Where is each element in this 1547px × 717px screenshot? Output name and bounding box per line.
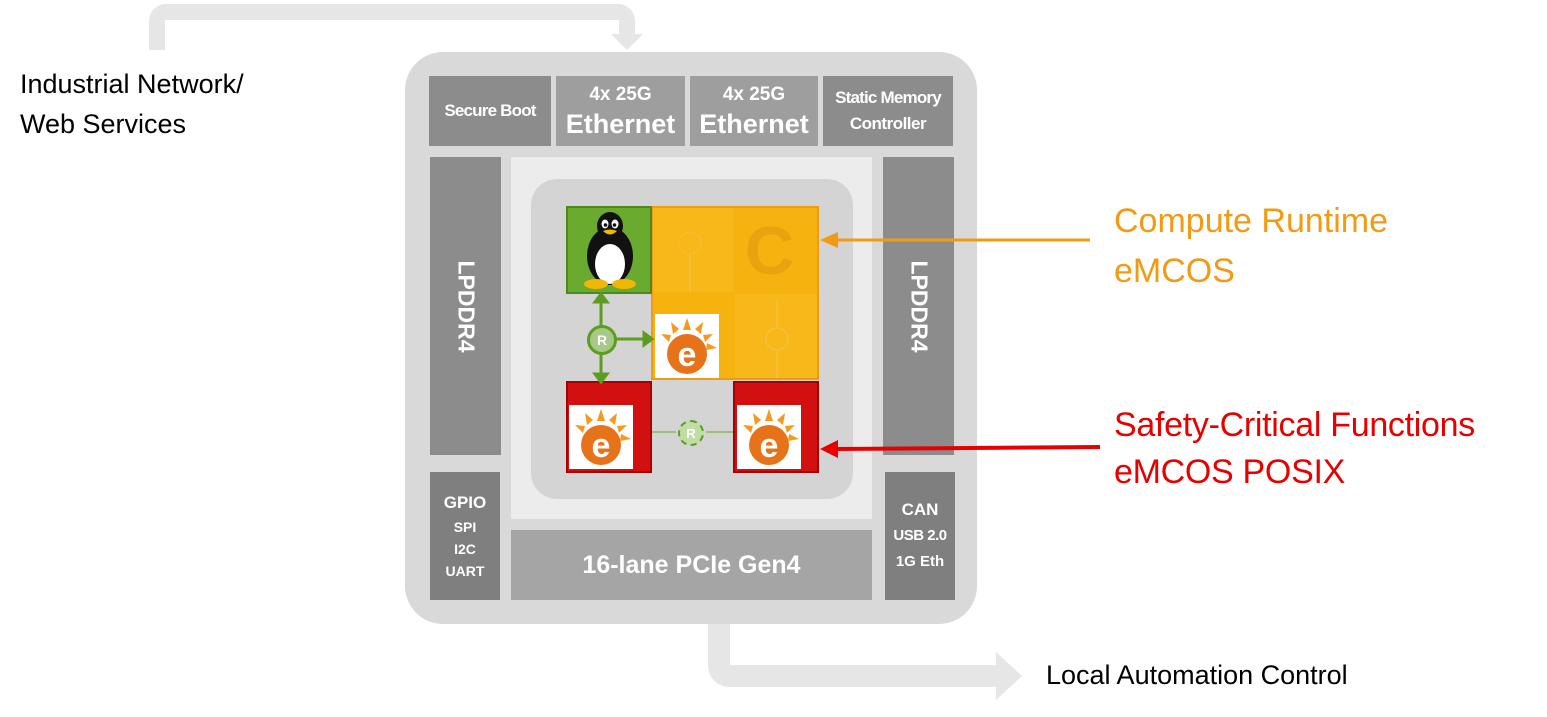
gpio-label: GPIO	[443, 493, 487, 512]
safety-critical-label: Safety-Critical Functions eMCOS POSIX	[1114, 402, 1475, 496]
smc-line1: Static Memory	[835, 88, 942, 107]
safety-critical-line2: eMCOS POSIX	[1114, 453, 1345, 491]
network-label-line2: Web Services	[20, 109, 187, 139]
safety-callout-line	[835, 445, 1101, 451]
safety-callout-arrowhead	[820, 440, 838, 458]
router-node-icon: R	[587, 325, 617, 355]
ethernet-2-label: Ethernet	[699, 109, 809, 139]
network-label: Industrial Network/ Web Services	[20, 64, 244, 144]
compute-quad-tl	[653, 208, 733, 292]
svg-text:e: e	[592, 427, 611, 465]
network-label-line1: Industrial Network/	[20, 69, 244, 99]
compute-quad-br	[735, 294, 817, 378]
can-label: CAN	[901, 500, 939, 519]
pcie-label: 16-lane PCIe Gen4	[582, 550, 801, 579]
emcos-logo-icon: e	[737, 405, 801, 469]
secure-boot-label: Secure Boot	[444, 101, 536, 120]
compute-letter: C	[745, 213, 795, 289]
router-label: R	[596, 332, 608, 348]
svg-text:e: e	[678, 336, 697, 374]
ethernet-block-2: 4x 25G Ethernet	[690, 76, 818, 146]
tux-penguin-icon	[584, 212, 636, 289]
safety-critical-line1: Safety-Critical Functions	[1114, 406, 1475, 444]
usb-label: USB 2.0	[893, 527, 947, 544]
local-control-label: Local Automation Control	[1046, 660, 1348, 690]
router-node-icon-dashed: R	[678, 420, 704, 446]
lpddr4-left-block: LPDDR4	[430, 157, 501, 455]
emcos-logo-icon: e	[569, 405, 633, 469]
compute-runtime-line2: eMCOS	[1114, 252, 1235, 290]
eth-1g-label: 1G Eth	[895, 553, 945, 570]
ethernet-1-label: Ethernet	[565, 109, 676, 139]
gpio-block: GPIO SPI I2C UART	[430, 472, 500, 600]
compute-runtime-label: Compute Runtime eMCOS	[1114, 196, 1388, 296]
ethernet-1-speed: 4x 25G	[589, 84, 652, 105]
network-to-chip-arrow	[149, 4, 635, 50]
compute-runtime-line1: Compute Runtime	[1114, 202, 1389, 240]
ethernet-block-1: 4x 25G Ethernet	[556, 76, 685, 146]
uart-label: UART	[445, 563, 485, 579]
lpddr4-right-block: LPDDR4	[883, 157, 954, 455]
chip-to-local-arrow	[708, 622, 1000, 687]
pcie-block: 16-lane PCIe Gen4	[511, 530, 872, 600]
local-arrowhead	[996, 652, 1022, 700]
ethernet-2-speed: 4x 25G	[722, 84, 786, 105]
emcos-logo-icon: e	[655, 314, 719, 378]
smc-line2: Controller	[849, 114, 927, 133]
spi-label: SPI	[453, 519, 477, 535]
secure-boot-block: Secure Boot	[429, 76, 551, 146]
svg-text:e: e	[760, 427, 779, 465]
network-arrowhead	[611, 34, 643, 50]
router-label-dashed: R	[686, 425, 696, 441]
static-memory-controller-block: Static Memory Controller	[823, 76, 953, 146]
can-usb-block: CAN USB 2.0 1G Eth	[885, 472, 955, 600]
compute-callout-arrowhead	[820, 232, 838, 248]
i2c-label: I2C	[454, 541, 476, 557]
